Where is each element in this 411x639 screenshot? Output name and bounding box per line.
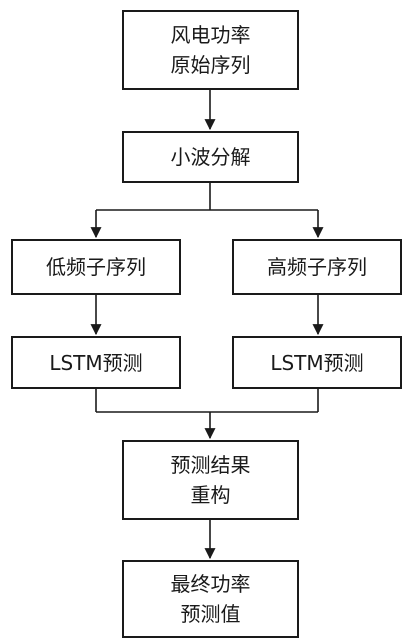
node-raw-label: 风电功率 原始序列 <box>170 23 251 77</box>
node-low-label: 低频子序列 <box>46 255 146 279</box>
node-recon-label: 预测结果 重构 <box>170 453 251 507</box>
node-lstm1-label: LSTM预测 <box>49 350 143 375</box>
node-lstm-prediction-low: LSTM预测 <box>11 336 181 389</box>
node-final-power-prediction: 最终功率 预测值 <box>122 560 299 638</box>
node-wavelet-decomposition: 小波分解 <box>122 131 299 183</box>
node-wave-label: 小波分解 <box>170 145 251 169</box>
node-prediction-reconstruction: 预测结果 重构 <box>122 440 299 520</box>
node-high-label: 高频子序列 <box>267 255 367 279</box>
node-low-frequency-subsequence: 低频子序列 <box>11 239 181 295</box>
node-high-frequency-subsequence: 高频子序列 <box>232 239 402 295</box>
node-lstm-prediction-high: LSTM预测 <box>232 336 402 389</box>
node-lstm2-label: LSTM预测 <box>270 350 364 375</box>
node-final-label: 最终功率 预测值 <box>170 572 251 626</box>
node-raw-wind-power-sequence: 风电功率 原始序列 <box>122 10 299 90</box>
